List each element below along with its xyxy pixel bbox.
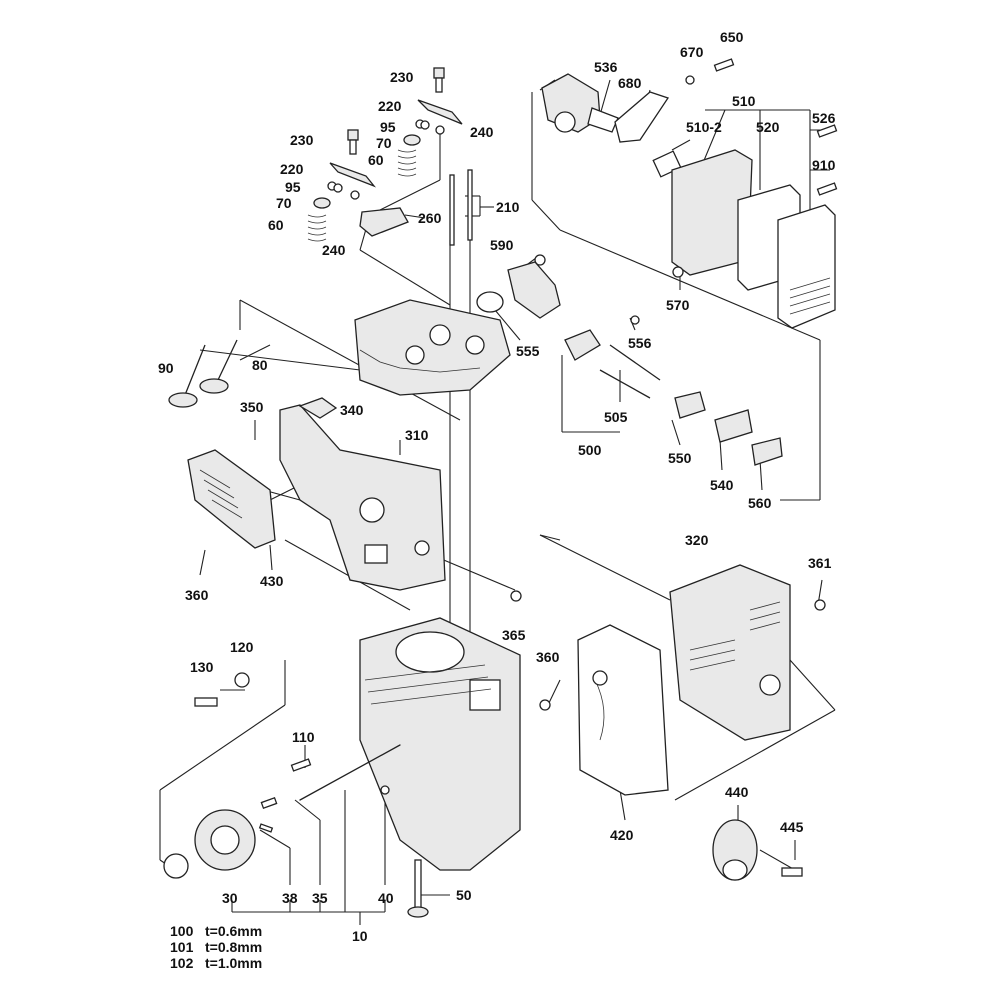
label-365: 365 xyxy=(502,627,526,643)
label-520: 520 xyxy=(756,119,780,135)
label-590: 590 xyxy=(490,237,514,253)
label-120: 120 xyxy=(230,639,254,655)
label-680: 680 xyxy=(618,75,642,91)
label-570: 570 xyxy=(666,297,690,313)
label-95: 95 xyxy=(380,119,396,135)
label-35: 35 xyxy=(312,890,328,906)
shim-thickness-102: t=1.0mm xyxy=(205,955,262,971)
cooling-shroud xyxy=(279,397,446,591)
label-361: 361 xyxy=(808,555,832,571)
label-50: 50 xyxy=(456,887,472,903)
label-40: 40 xyxy=(378,890,394,906)
label-110: 110 xyxy=(292,729,315,745)
label-320: 320 xyxy=(685,532,709,548)
label-430: 430 xyxy=(260,573,284,589)
valves xyxy=(168,339,238,408)
label-360: 360 xyxy=(185,587,209,603)
label-440: 440 xyxy=(725,784,749,800)
part-labels: 230 220 95 70 240 230 60 220 95 70 60 24… xyxy=(158,29,836,971)
label-505: 505 xyxy=(604,409,628,425)
label-670: 670 xyxy=(680,44,704,60)
label-445: 445 xyxy=(780,819,804,835)
valve-train-parts xyxy=(307,67,473,246)
crankshaft-group xyxy=(163,672,429,918)
label-555: 555 xyxy=(516,343,540,359)
label-38: 38 xyxy=(282,890,298,906)
label-30: 30 xyxy=(222,890,238,906)
label-100: 100 xyxy=(170,923,194,939)
label-220: 220 xyxy=(280,161,304,177)
label-650: 650 xyxy=(720,29,744,45)
label-130: 130 xyxy=(190,659,214,675)
side-cover-430 xyxy=(187,449,276,549)
label-95: 95 xyxy=(285,179,301,195)
label-560: 560 xyxy=(748,495,772,511)
cylinder-head xyxy=(354,299,511,396)
intake-pipe-group xyxy=(476,261,783,466)
label-70: 70 xyxy=(376,135,392,151)
label-240: 240 xyxy=(470,124,494,140)
label-536: 536 xyxy=(594,59,618,75)
label-510-2: 510-2 xyxy=(686,119,722,135)
label-230: 230 xyxy=(390,69,414,85)
label-556: 556 xyxy=(628,335,652,351)
label-550: 550 xyxy=(668,450,692,466)
cylinder-block xyxy=(359,590,522,871)
label-60: 60 xyxy=(268,217,284,233)
label-210: 210 xyxy=(496,199,520,215)
label-60: 60 xyxy=(368,152,384,168)
carburettor-and-air-cleaner xyxy=(534,58,838,329)
label-500: 500 xyxy=(578,442,602,458)
label-10: 10 xyxy=(352,928,368,944)
exhaust-outlet-440 xyxy=(712,819,803,881)
label-340: 340 xyxy=(340,402,364,418)
label-230: 230 xyxy=(290,132,314,148)
label-910: 910 xyxy=(812,157,836,173)
shim-thickness-101: t=0.8mm xyxy=(205,939,262,955)
label-260: 260 xyxy=(418,210,442,226)
label-220: 220 xyxy=(378,98,402,114)
label-360: 360 xyxy=(536,649,560,665)
label-420: 420 xyxy=(610,827,634,843)
label-240: 240 xyxy=(322,242,346,258)
label-526: 526 xyxy=(812,110,836,126)
label-510: 510 xyxy=(732,93,756,109)
label-350: 350 xyxy=(240,399,264,415)
label-102: 102 xyxy=(170,955,194,971)
label-90: 90 xyxy=(158,360,174,376)
label-540: 540 xyxy=(710,477,734,493)
label-310: 310 xyxy=(405,427,429,443)
muffler-assembly xyxy=(539,564,826,796)
label-80: 80 xyxy=(252,357,268,373)
label-101: 101 xyxy=(170,939,194,955)
shim-thickness-100: t=0.6mm xyxy=(205,923,262,939)
label-70: 70 xyxy=(276,195,292,211)
